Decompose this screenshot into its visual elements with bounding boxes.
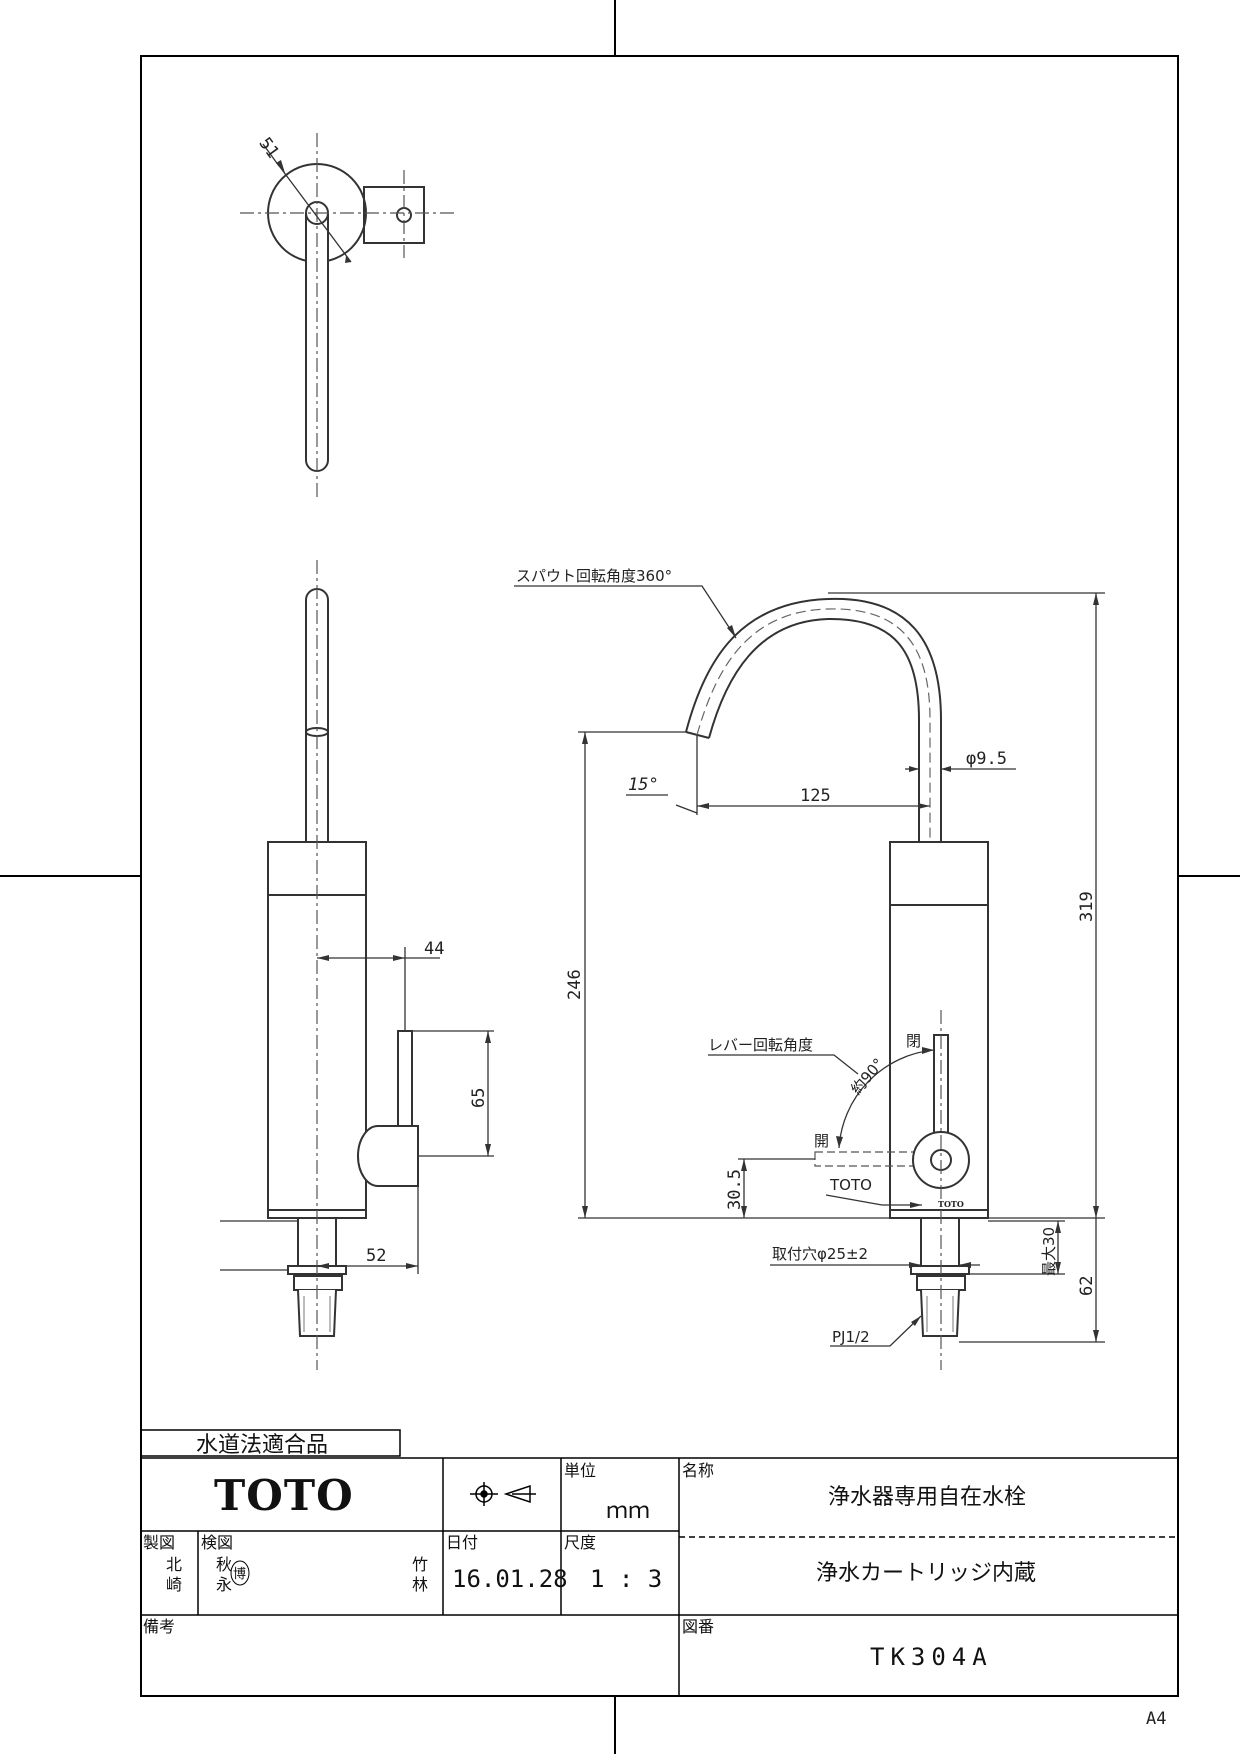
shank-length-dim: 62 bbox=[1077, 1276, 1097, 1296]
label-open: 開 bbox=[814, 1132, 829, 1150]
side-view-lever-hub bbox=[357, 1125, 419, 1187]
front-view-thread bbox=[920, 1289, 960, 1337]
paper-size: A4 bbox=[1146, 1709, 1166, 1729]
total-height-dim: 319 bbox=[1077, 891, 1097, 922]
side-view-lever bbox=[397, 1030, 413, 1127]
checked-by-a1: 秋 bbox=[216, 1555, 232, 1574]
angle-dim: 15° bbox=[628, 775, 659, 795]
certification-text: 水道法適合品 bbox=[196, 1433, 328, 1458]
mounting-hole-label: 取付穴φ25±2 bbox=[772, 1245, 868, 1263]
front-view-spout-outer bbox=[685, 597, 942, 842]
checked-label: 検図 bbox=[201, 1533, 233, 1552]
side-view bbox=[220, 560, 494, 1370]
product-subtitle: 浄水カートリッジ内蔵 bbox=[816, 1561, 1036, 1586]
approval-stamp: 博 bbox=[230, 1560, 250, 1586]
side-view-dim-52: 52 bbox=[366, 1246, 386, 1266]
lever-angle-label: 約90° bbox=[847, 1055, 888, 1098]
scale-label: 尺度 bbox=[564, 1533, 596, 1552]
top-view-dim-line bbox=[276, 162, 352, 263]
stamp-text: 博 bbox=[233, 1567, 246, 1582]
certification-box bbox=[140, 1429, 401, 1457]
side-view-dim-65: 65 bbox=[469, 1088, 489, 1108]
brand-label: TOTO bbox=[829, 1176, 872, 1194]
company-logo: TOTO bbox=[214, 1471, 354, 1520]
remarks-label: 備考 bbox=[143, 1617, 175, 1636]
lever-rotation-label: レバー回転角度 bbox=[708, 1036, 813, 1054]
drawn-by-1: 北 bbox=[166, 1555, 182, 1574]
projection-symbol bbox=[470, 1482, 536, 1506]
reach-dim: 125 bbox=[800, 786, 831, 806]
drawing-no-label: 図番 bbox=[682, 1617, 714, 1636]
side-view-nut bbox=[293, 1275, 343, 1291]
scale-value: 1 : 3 bbox=[590, 1565, 662, 1593]
front-view bbox=[514, 585, 1105, 1370]
product-name: 浄水器専用自在水栓 bbox=[828, 1485, 1026, 1510]
height-dim: 246 bbox=[565, 969, 585, 1000]
checked-by-a2: 永 bbox=[216, 1575, 232, 1594]
unit-value: ｍｍ bbox=[606, 1499, 650, 1524]
unit-label: 単位 bbox=[564, 1461, 596, 1480]
top-view bbox=[240, 133, 454, 500]
max-thickness-dim: 最大30 bbox=[1040, 1227, 1058, 1276]
thread-spec-label: PJ1/2 bbox=[832, 1328, 870, 1346]
date-value: 16.01.28 bbox=[452, 1565, 568, 1593]
checked-by-b1: 竹 bbox=[412, 1555, 428, 1574]
title-block bbox=[140, 1429, 1178, 1696]
front-view-spout-inner bbox=[708, 617, 920, 842]
name-label: 名称 bbox=[682, 1461, 714, 1480]
drawing-number: TK304A bbox=[870, 1643, 993, 1671]
drawn-label: 製図 bbox=[143, 1533, 175, 1552]
checked-by-b2: 林 bbox=[412, 1575, 428, 1594]
pipe-diameter-dim: φ9.5 bbox=[966, 749, 1007, 769]
top-view-dim-diameter: 51 bbox=[255, 134, 283, 162]
side-view-dim-44: 44 bbox=[424, 939, 444, 959]
drawn-by-2: 崎 bbox=[166, 1575, 182, 1594]
top-view-bracket bbox=[363, 186, 425, 244]
date-label: 日付 bbox=[446, 1533, 478, 1552]
drawing-frame bbox=[140, 55, 1179, 1697]
body-logo: TOTO bbox=[938, 1199, 964, 1209]
lever-height-dim: 30.5 bbox=[725, 1169, 745, 1210]
label-closed: 閉 bbox=[906, 1032, 921, 1050]
spout-rotation-label: スパウト回転角度360° bbox=[516, 567, 672, 585]
